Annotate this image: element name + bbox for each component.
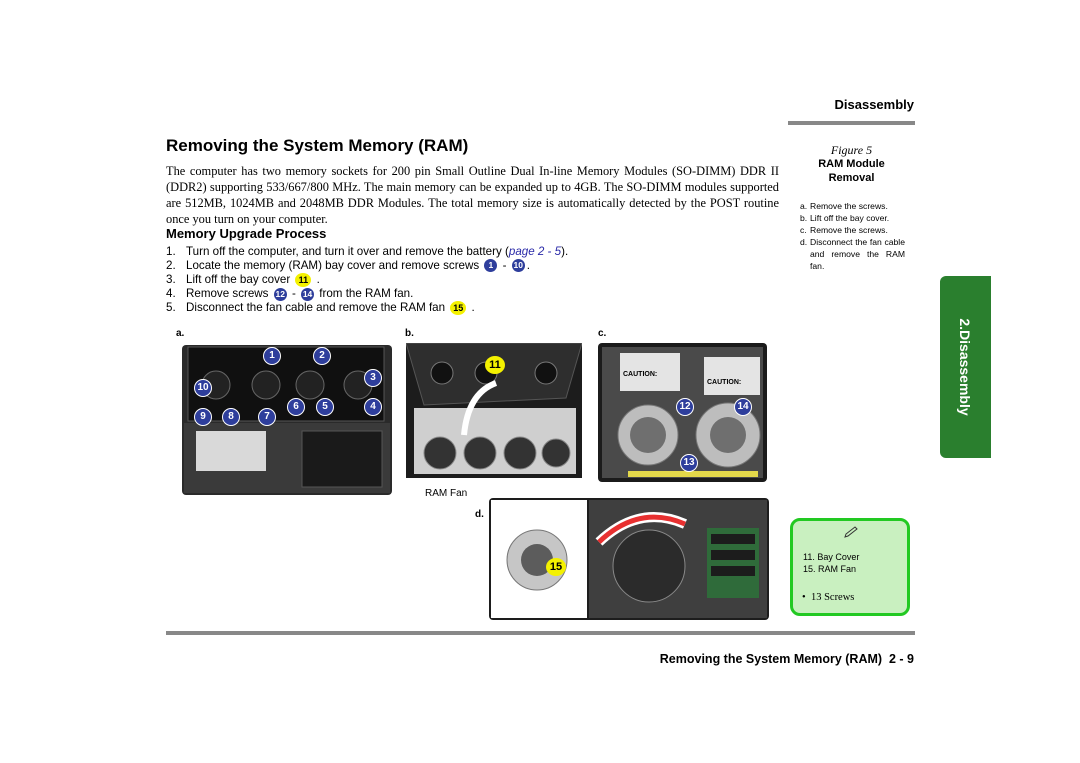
caution-label: CAUTION: [623,371,658,378]
part-badge: 11 [295,273,312,287]
callout-5: 5 [316,398,334,416]
callout-4: 4 [364,398,382,416]
caution-label: CAUTION: [707,379,742,386]
footer-rule [166,631,915,635]
callout-13: 13 [680,454,698,472]
page-footer: Removing the System Memory (RAM) 2 - 9 [659,652,914,666]
procedure-heading: Memory Upgrade Process [166,226,327,241]
step-5: 5. Disconnect the fan cable and remove t… [166,301,475,316]
laptop-bottom-photo [182,345,392,495]
callout-11: 11 [485,356,505,374]
callout-6: 6 [287,398,305,416]
callout-12: 12 [676,398,694,416]
figure-title: Figure 5 [830,143,873,157]
part-badge: 15 [450,301,467,316]
image-d-fan-removed [489,498,769,620]
header-rule [788,121,915,125]
callout-2: 2 [313,347,331,365]
fan-removed-photo [489,498,769,620]
callout-15: 15 [546,558,566,576]
list-item: a.Remove the screws. [800,201,888,211]
step-1: 1. Turn off the computer, and turn it ov… [166,245,569,258]
callout-9: 9 [194,408,212,426]
note-item: 15. RAM Fan [803,564,857,574]
screw-badge: 12 [273,287,287,301]
bay-cover-photo [405,342,583,478]
figure-subtitle: RAM Module Removal [818,158,885,184]
list-item: c.Remove the screws. [800,225,888,235]
step-3: 3. Lift off the bay cover 11 . [166,273,320,287]
callout-7: 7 [258,408,276,426]
image-b-label: b. [405,328,414,339]
callout-1: 1 [263,347,281,365]
callout-14: 14 [734,398,752,416]
page-link[interactable]: page 2 - 5 [508,245,562,258]
image-a-laptop-bottom [182,345,392,495]
pencil-icon [843,525,861,544]
step-4: 4. Remove screws 12 - 14 from the RAM fa… [166,287,414,301]
callout-3: 3 [364,369,382,387]
procedure-steps: 1. Turn off the computer, and turn it ov… [166,245,606,316]
note-item: 11. Bay Cover [803,552,860,562]
image-b-bay-cover [405,342,583,478]
callout-10: 10 [194,379,212,397]
ram-fan-caption: RAM Fan [425,488,468,499]
figure-steps-list: a.Remove the screws. b.Lift off the bay … [800,200,905,272]
callout-8: 8 [222,408,240,426]
note-screws: • 13 Screws [802,592,855,603]
page-title: Removing the System Memory (RAM) [166,136,469,155]
chapter-tab[interactable] [940,276,991,458]
note-list: 11. Bay Cover 15. RAM Fan [803,551,859,575]
screw-badge: 1 [484,259,498,273]
image-a-label: a. [176,328,185,339]
screw-badge: 14 [301,287,315,301]
image-c-label: c. [598,328,607,339]
note-box [790,518,910,616]
chapter-tab-label: 2.Disassembly [957,318,973,416]
image-d-label: d. [475,509,484,520]
section-label: Disassembly [834,97,915,112]
list-item: b.Lift off the bay cover. [800,213,890,223]
intro-paragraph: The computer has two memory sockets for … [166,164,779,226]
list-item: d.Disconnect the fan cable and remove th… [800,237,905,271]
screw-badge: 10 [511,259,525,273]
step-2: 2. Locate the memory (RAM) bay cover and… [166,259,530,273]
